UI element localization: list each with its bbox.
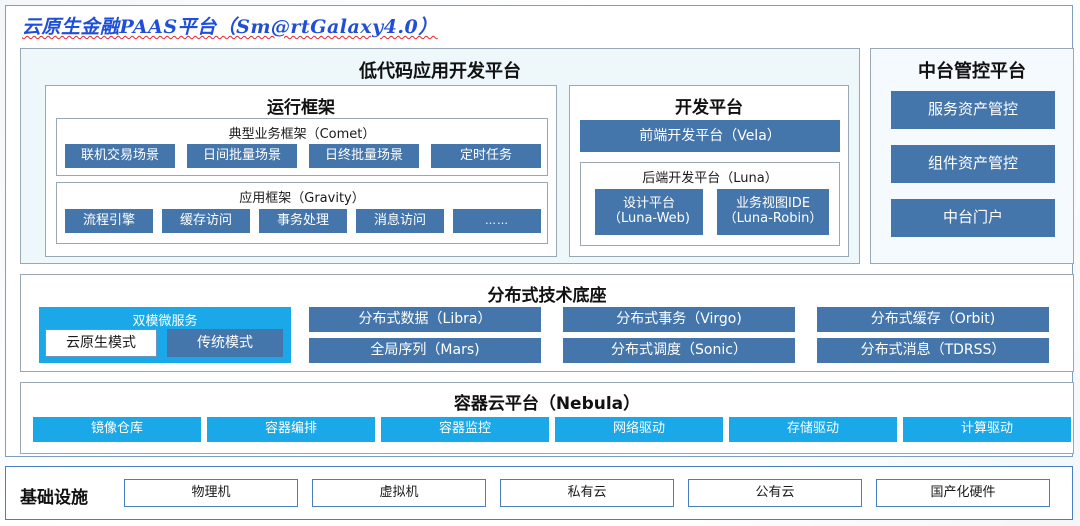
midoffice-item-2[interactable]: 中台门户	[891, 199, 1055, 237]
gravity-item-4[interactable]: ……	[453, 209, 541, 233]
luna-robin-line1: 业务视图IDE	[735, 196, 811, 212]
gravity-item-3[interactable]: 消息访问	[356, 209, 444, 233]
development-platform-panel: 开发平台 前端开发平台（Vela） 后端开发平台（Luna） 设计平台 （Lun…	[569, 85, 849, 257]
distbase-item-libra[interactable]: 分布式数据（Libra）	[309, 307, 541, 332]
nebula-item-0[interactable]: 镜像仓库	[33, 417, 201, 442]
comet-business-framework-panel: 典型业务框架（Comet） 联机交易场景 日间批量场景 日终批量场景 定时任务	[56, 118, 548, 176]
development-platform-title: 开发平台	[675, 98, 743, 118]
infra-item-0[interactable]: 物理机	[124, 479, 298, 507]
infra-item-2[interactable]: 私有云	[500, 479, 674, 507]
infra-item-1[interactable]: 虚拟机	[312, 479, 486, 507]
infrastructure-panel: 基础设施 物理机 虚拟机 私有云 公有云 国产化硬件	[5, 466, 1073, 520]
distbase-item-orbit[interactable]: 分布式缓存（Orbit)	[817, 307, 1049, 332]
main-architecture-card: 云原生金融PAAS平台（Sm@rtGalaxy4.0） 低代码应用开发平台 运行…	[5, 5, 1074, 457]
luna-web-chip[interactable]: 设计平台 （Luna-Web)	[595, 189, 703, 235]
gravity-item-0[interactable]: 流程引擎	[65, 209, 153, 233]
frontend-dev-platform-chip[interactable]: 前端开发平台（Vela）	[580, 120, 840, 152]
luna-robin-chip[interactable]: 业务视图IDE （Luna-Robin）	[717, 189, 829, 235]
nebula-item-3[interactable]: 网络驱动	[555, 417, 723, 442]
comet-item-2[interactable]: 日终批量场景	[309, 144, 419, 168]
backend-dev-platform-title: 后端开发平台（Luna）	[642, 171, 778, 186]
page-title: 云原生金融PAAS平台（Sm@rtGalaxy4.0）	[22, 16, 438, 38]
comet-title: 典型业务框架（Comet）	[228, 127, 376, 142]
runtime-framework-title: 运行框架	[267, 98, 335, 118]
infra-item-3[interactable]: 公有云	[688, 479, 862, 507]
distbase-item-mars[interactable]: 全局序列（Mars)	[309, 338, 541, 363]
lowcode-platform-title: 低代码应用开发平台	[359, 61, 521, 82]
middle-office-platform-panel: 中台管控平台 服务资产管控 组件资产管控 中台门户	[870, 48, 1074, 264]
gravity-title: 应用框架（Gravity）	[239, 191, 365, 206]
container-cloud-platform-panel: 容器云平台（Nebula） 镜像仓库 容器编排 容器监控 网络驱动 存储驱动 计…	[20, 382, 1074, 454]
dual-mode-item-cloudnative[interactable]: 云原生模式	[45, 329, 157, 357]
nebula-item-1[interactable]: 容器编排	[207, 417, 375, 442]
comet-item-1[interactable]: 日间批量场景	[187, 144, 297, 168]
comet-item-0[interactable]: 联机交易场景	[65, 144, 175, 168]
distbase-item-virgo[interactable]: 分布式事务（Virgo)	[563, 307, 795, 332]
distbase-item-tdrss[interactable]: 分布式消息（TDRSS）	[817, 338, 1049, 363]
runtime-framework-panel: 运行框架 典型业务框架（Comet） 联机交易场景 日间批量场景 日终批量场景 …	[45, 85, 557, 257]
dual-mode-title: 双模微服务	[132, 314, 198, 329]
container-cloud-title: 容器云平台（Nebula）	[453, 394, 641, 414]
backend-dev-platform-panel: 后端开发平台（Luna） 设计平台 （Luna-Web) 业务视图IDE （Lu…	[580, 162, 840, 246]
infrastructure-label: 基础设施	[20, 488, 88, 508]
gravity-app-framework-panel: 应用框架（Gravity） 流程引擎 缓存访问 事务处理 消息访问 ……	[56, 182, 548, 244]
nebula-item-4[interactable]: 存储驱动	[729, 417, 897, 442]
gravity-item-2[interactable]: 事务处理	[259, 209, 347, 233]
infra-item-4[interactable]: 国产化硬件	[876, 479, 1050, 507]
luna-web-line1: 设计平台	[622, 196, 675, 212]
nebula-item-5[interactable]: 计算驱动	[903, 417, 1071, 442]
gravity-item-1[interactable]: 缓存访问	[162, 209, 250, 233]
lowcode-platform-panel: 低代码应用开发平台 运行框架 典型业务框架（Comet） 联机交易场景 日间批量…	[20, 48, 860, 264]
nebula-item-2[interactable]: 容器监控	[381, 417, 549, 442]
luna-web-line2: （Luna-Web)	[607, 211, 691, 226]
distributed-tech-base-panel: 分布式技术底座 双模微服务 云原生模式 传统模式 分布式数据（Libra） 分布…	[20, 274, 1074, 372]
midoffice-item-0[interactable]: 服务资产管控	[891, 91, 1055, 129]
distributed-tech-base-title: 分布式技术底座	[487, 286, 607, 306]
luna-robin-line2: （Luna-Robin）	[723, 211, 823, 226]
dual-mode-microservice-block: 双模微服务 云原生模式 传统模式	[39, 307, 291, 363]
midoffice-item-1[interactable]: 组件资产管控	[891, 145, 1055, 183]
middle-office-title: 中台管控平台	[918, 61, 1026, 82]
distbase-item-sonic[interactable]: 分布式调度（Sonic）	[563, 338, 795, 363]
comet-item-3[interactable]: 定时任务	[431, 144, 541, 168]
dual-mode-item-traditional[interactable]: 传统模式	[167, 329, 283, 357]
